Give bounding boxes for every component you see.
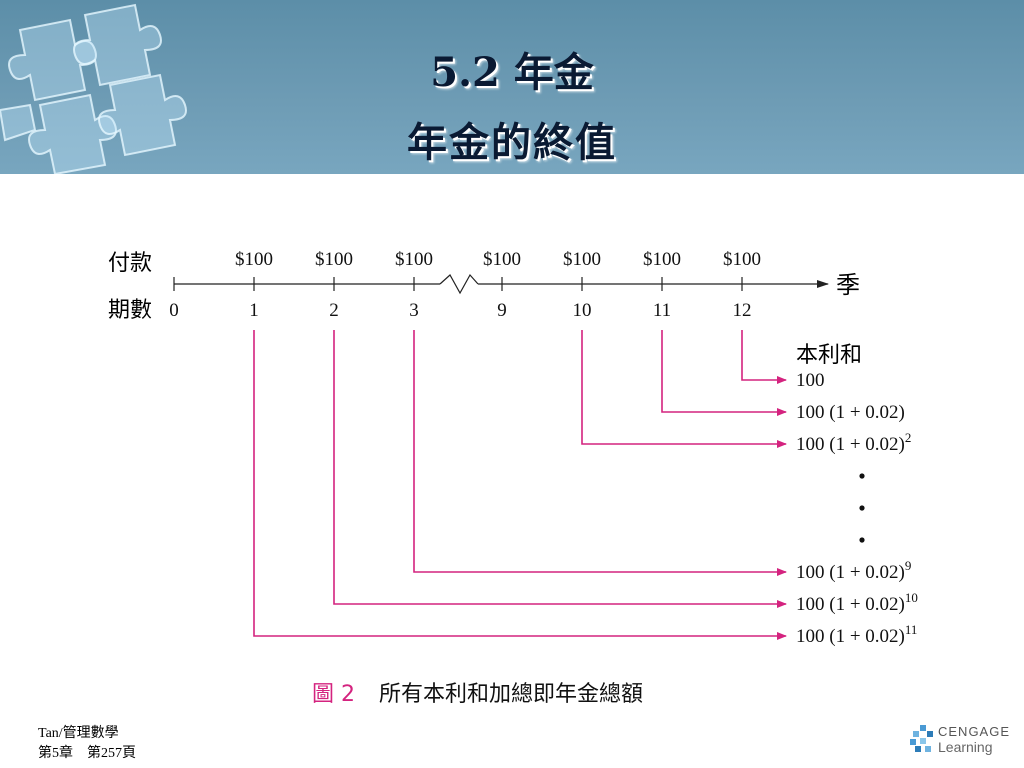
amount-header: 本利和: [796, 343, 862, 368]
connector-period-11: [661, 330, 787, 416]
connector-period-10: [581, 330, 787, 448]
logo-text-bottom: Learning: [938, 739, 993, 755]
header-banner: 5.2 年金 年金的終值: [0, 0, 1024, 174]
period-label: 10: [573, 300, 592, 321]
footer-source: Tan/管理數學 第5章 第257頁: [38, 724, 136, 764]
title-line-1: 5.2 年金: [430, 49, 594, 96]
footer-line-1: Tan/管理數學: [38, 726, 119, 741]
amount-label: 100 (1 + 0.02)10: [796, 590, 918, 615]
payment-label: $100: [235, 249, 273, 270]
payment-label: $100: [483, 249, 521, 270]
cengage-mark-icon: [910, 725, 933, 752]
period-label: 2: [329, 300, 339, 321]
connector-period-12: [741, 330, 787, 384]
timeline-break-icon: [439, 273, 479, 295]
axis-unit-label: 季: [836, 271, 860, 299]
payment-label: $100: [643, 249, 681, 270]
payment-label: $100: [723, 249, 761, 270]
logo-text-top: CENGAGE: [938, 724, 1011, 739]
period-label: 1: [249, 300, 259, 321]
period-row-label: 期數: [108, 298, 152, 323]
amount-label: 100 (1 + 0.02): [796, 402, 905, 423]
figure-number: 圖 2: [312, 682, 355, 707]
amount-label: 100 (1 + 0.02)9: [796, 558, 911, 583]
period-label: 11: [653, 300, 671, 321]
puzzle-decoration-icon: [0, 3, 187, 174]
amount-label: 100: [796, 370, 825, 391]
period-label: 3: [409, 300, 419, 321]
connector-period-2: [333, 330, 787, 608]
figure-caption: 圖 2 所有本利和加總即年金總額: [312, 676, 643, 708]
title-line-2: 年金的終值: [407, 119, 617, 166]
payment-row-label: 付款: [108, 251, 152, 276]
timeline-ticks: [173, 277, 743, 291]
footer-line-2: 第5章 第257頁: [38, 746, 136, 761]
period-label: 0: [169, 300, 179, 321]
connector-period-1: [253, 330, 787, 640]
publisher-logo: CENGAGE Learning: [910, 722, 1020, 758]
period-label: 12: [733, 300, 752, 321]
payment-label: $100: [315, 249, 353, 270]
payment-label: $100: [563, 249, 601, 270]
connector-period-3: [413, 330, 787, 576]
payment-label: $100: [395, 249, 433, 270]
ellipsis-dots-icon: [859, 473, 865, 543]
period-label: 9: [497, 300, 507, 321]
amount-label: 100 (1 + 0.02)2: [796, 430, 911, 455]
figure-caption-text: 所有本利和加總即年金總額: [379, 682, 644, 707]
amount-label: 100 (1 + 0.02)11: [796, 622, 917, 647]
